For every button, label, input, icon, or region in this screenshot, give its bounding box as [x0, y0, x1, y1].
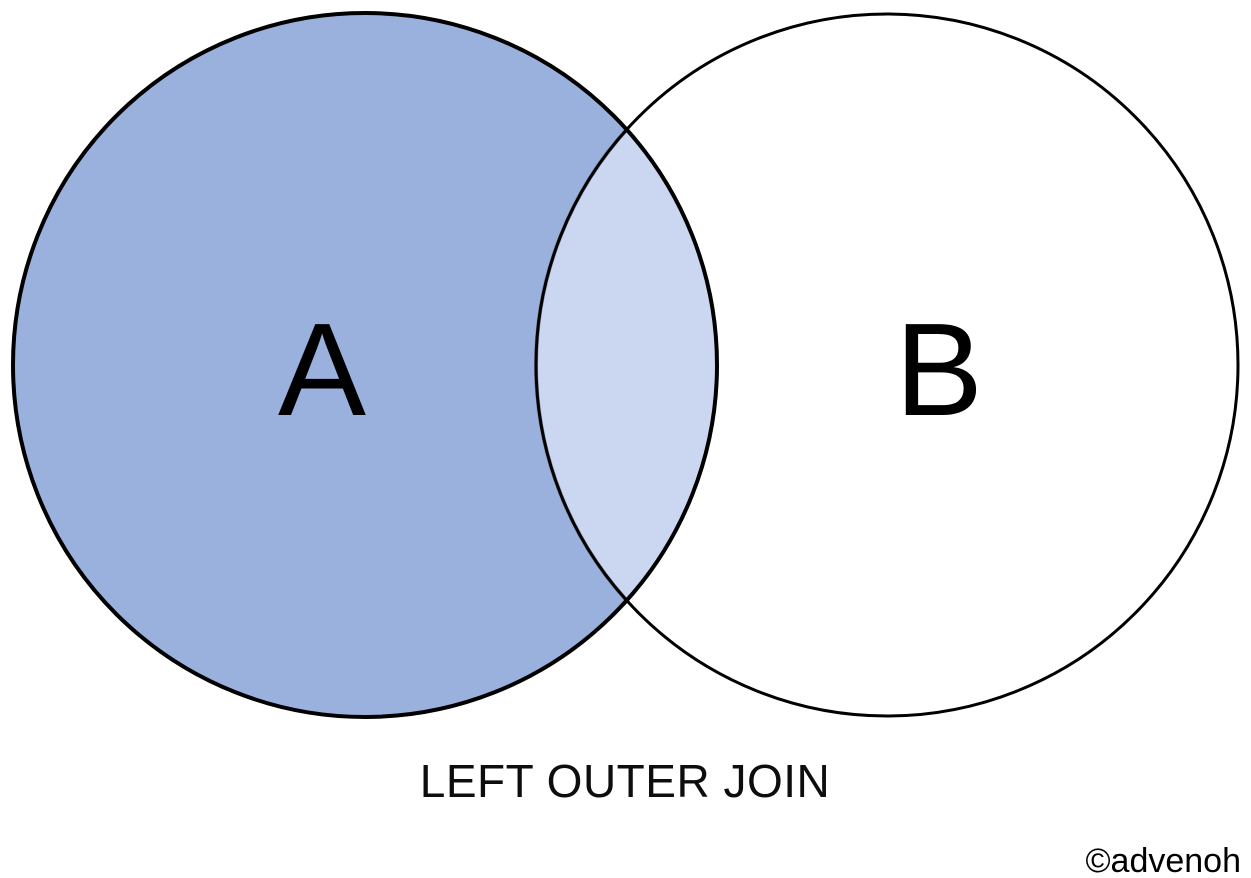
circle-b-outline[interactable]	[534, 12, 1240, 718]
set-label-b: B	[895, 296, 983, 443]
set-label-a: A	[278, 296, 366, 443]
circle-a-outline[interactable]	[11, 11, 719, 719]
watermark: ©advenoh	[1085, 842, 1241, 878]
region-a-only[interactable]	[13, 13, 717, 717]
diagram-caption: LEFT OUTER JOIN	[420, 755, 830, 807]
a-only-fill	[13, 13, 717, 717]
b-only-fill	[536, 14, 1238, 716]
